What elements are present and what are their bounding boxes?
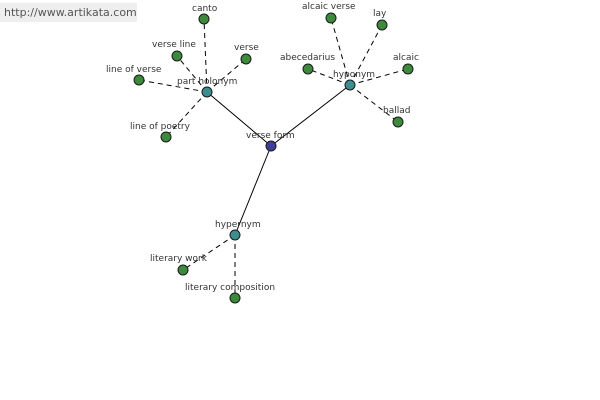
node-label-hypernym[interactable]: hypernym	[215, 220, 261, 230]
node-verse[interactable]: verse	[234, 43, 259, 65]
node-part-holonym[interactable]: part holonym	[177, 77, 237, 98]
node-label-alcaic-verse[interactable]: alcaic verse	[302, 2, 356, 12]
nodes-layer: verse form part holonym hyponym hypernym can…	[106, 2, 419, 304]
node-label-canto[interactable]: canto	[192, 4, 218, 14]
node-label-verse[interactable]: verse	[234, 43, 259, 53]
node-dot-ballad[interactable]	[392, 116, 404, 128]
node-dot-hypernym[interactable]	[229, 229, 241, 241]
node-hypernym[interactable]: hypernym	[215, 220, 261, 241]
edge-hyponym-to-alcaic-verse	[330, 17, 351, 86]
node-label-ballad[interactable]: ballad	[383, 106, 410, 116]
node-line-of-poetry[interactable]: line of poetry	[130, 122, 191, 143]
node-label-alcaic[interactable]: alcaic	[393, 53, 419, 63]
node-label-hyponym[interactable]: hyponym	[333, 70, 375, 80]
edge-hyponym-to-ballad	[349, 84, 399, 123]
edge-part-holonym-to-line-of-poetry	[165, 91, 208, 138]
edge-part-holonym-to-line-of-verse	[138, 79, 208, 93]
node-label-line-of-verse[interactable]: line of verse	[106, 65, 162, 75]
edge-part-holonym-to-canto	[203, 18, 208, 93]
node-label-verse-form[interactable]: verse form	[246, 131, 295, 141]
node-verse-form[interactable]: verse form	[246, 131, 295, 152]
node-label-lay[interactable]: lay	[373, 9, 387, 19]
edge-verse-form-to-hyponym	[270, 84, 351, 147]
node-line-of-verse[interactable]: line of verse	[106, 65, 162, 86]
node-canto[interactable]: canto	[192, 4, 218, 25]
node-alcaic[interactable]: alcaic	[393, 53, 419, 75]
node-dot-canto[interactable]	[198, 13, 210, 25]
node-abecedarius[interactable]: abecedarius	[280, 53, 335, 75]
node-dot-verse[interactable]	[240, 53, 252, 65]
node-dot-line-of-poetry[interactable]	[160, 131, 172, 143]
node-dot-abecedarius[interactable]	[302, 63, 314, 75]
node-dot-verse-line[interactable]	[171, 50, 183, 62]
edge-verse-form-to-part-holonym	[206, 91, 272, 147]
node-label-verse-line[interactable]: verse line	[152, 40, 196, 50]
node-label-part-holonym[interactable]: part holonym	[177, 77, 237, 87]
node-dot-alcaic-verse[interactable]	[325, 12, 337, 24]
node-label-abecedarius[interactable]: abecedarius	[280, 53, 335, 63]
node-dot-part-holonym[interactable]	[201, 86, 213, 98]
node-lay[interactable]: lay	[373, 9, 388, 31]
edge-hyponym-to-alcaic	[349, 68, 409, 86]
node-dot-lay[interactable]	[376, 19, 388, 31]
node-dot-alcaic[interactable]	[402, 63, 414, 75]
edges-layer	[138, 17, 409, 298]
node-dot-verse-form[interactable]	[265, 140, 277, 152]
edge-hyponym-to-abecedarius	[307, 68, 351, 86]
edge-verse-form-to-hypernym	[234, 145, 272, 236]
node-label-literary-composition[interactable]: literary composition	[185, 283, 275, 293]
node-label-line-of-poetry[interactable]: line of poetry	[130, 122, 191, 132]
node-alcaic-verse[interactable]: alcaic verse	[302, 2, 356, 24]
edge-part-holonym-to-verse	[206, 58, 247, 93]
site-url-watermark: http://www.artikata.com	[0, 3, 137, 22]
node-literary-work[interactable]: literary work	[150, 254, 208, 276]
node-dot-line-of-verse[interactable]	[133, 74, 145, 86]
edge-part-holonym-to-verse-line	[176, 55, 208, 93]
node-literary-composition[interactable]: literary composition	[185, 283, 275, 304]
node-dot-literary-work[interactable]	[177, 264, 189, 276]
node-dot-hyponym[interactable]	[344, 79, 356, 91]
node-label-literary-work[interactable]: literary work	[150, 254, 208, 264]
node-verse-line[interactable]: verse line	[152, 40, 196, 62]
node-hyponym[interactable]: hyponym	[333, 70, 375, 91]
edge-hyponym-to-lay	[349, 24, 383, 86]
edge-hypernym-to-literary-work	[182, 234, 236, 271]
node-dot-literary-composition[interactable]	[229, 292, 241, 304]
node-ballad[interactable]: ballad	[383, 106, 410, 128]
